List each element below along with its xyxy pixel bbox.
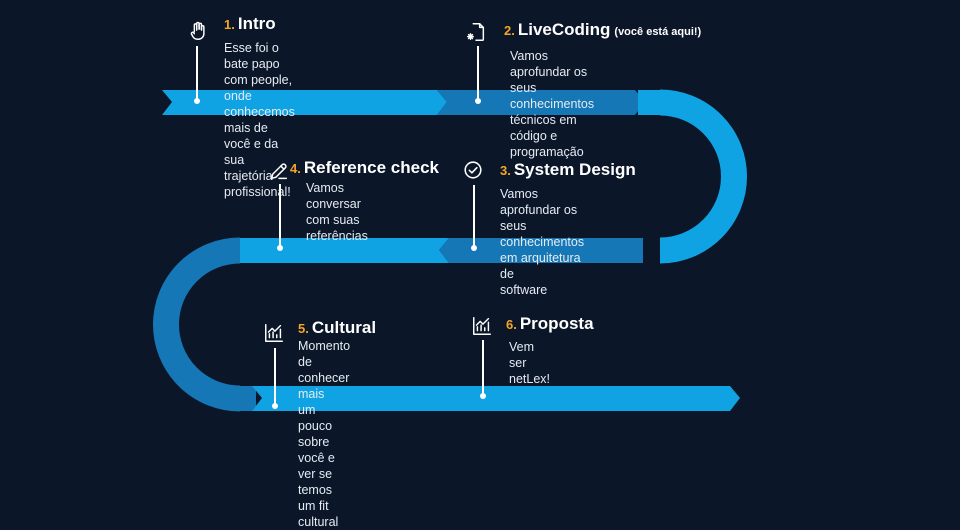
road-segment-5a	[236, 386, 256, 411]
hand-icon	[187, 20, 209, 42]
chart-icon	[263, 322, 285, 344]
road-curve-right	[659, 89, 747, 264]
pin-line	[196, 46, 198, 100]
step-note: (você está aqui!)	[614, 26, 702, 38]
step-number: 2.	[504, 23, 515, 38]
pin-line	[279, 184, 281, 247]
pen-icon	[268, 160, 290, 182]
step-title-text: Cultural	[311, 318, 377, 337]
step-title-text: LiveCoding	[517, 20, 611, 39]
road-segment-5	[252, 386, 740, 411]
pin-dot	[479, 393, 486, 399]
desc-line: um pouco sobre você e ver se	[298, 403, 335, 481]
desc-line: referências	[306, 229, 368, 243]
road-curve-left	[153, 237, 241, 412]
desc-line: Vem ser netLex!	[509, 340, 551, 386]
pin-line	[473, 185, 475, 247]
step-description: Vamos aprofundar os seus conhecimentos t…	[510, 48, 594, 160]
road-segment-2b	[638, 90, 662, 115]
step-title: 5.Cultural	[298, 318, 376, 339]
step-number: 6.	[506, 317, 517, 332]
document-code-icon	[465, 21, 487, 43]
step-title-text: System Design	[513, 160, 636, 179]
step-title: 4.Reference check	[290, 158, 439, 179]
pin-dot	[271, 403, 278, 409]
desc-line: Esse foi o bate papo com people,	[224, 41, 293, 87]
desc-line: Vamos aprofundar os seus	[500, 187, 578, 233]
desc-line: conhecimentos em arquitetura de	[500, 235, 585, 281]
step-description: Vem ser netLex!	[509, 339, 550, 387]
desc-line: Momento de conhecer mais	[298, 339, 351, 401]
road-segment-1	[162, 90, 447, 115]
desc-line: sua trajetória profissional!	[224, 153, 291, 199]
step-number: 3.	[500, 163, 511, 178]
timeline-road	[153, 89, 747, 412]
step-number: 1.	[224, 17, 235, 32]
desc-line: Vamos conversar com suas	[306, 181, 361, 227]
step-title: 2.LiveCoding(você está aqui!)	[504, 20, 701, 42]
pin-line	[274, 348, 276, 406]
step-description: Vamos aprofundar os seus conhecimentos e…	[500, 186, 584, 298]
road-segment-4	[239, 238, 449, 263]
step-title-text: Proposta	[519, 314, 594, 333]
desc-line: temos um fit cultural	[298, 483, 339, 529]
check-circle-icon	[462, 159, 484, 181]
pin-dot	[276, 245, 283, 251]
desc-line: software	[500, 283, 548, 297]
pin-line	[477, 46, 479, 100]
pin-dot	[474, 98, 481, 104]
step-description: Esse foi o bate papo com people, onde co…	[224, 40, 295, 200]
desc-line: onde conhecemos mais de você e da	[224, 89, 295, 151]
step-number: 4.	[290, 161, 301, 176]
step-description: Vamos conversar com suas referências	[306, 180, 368, 244]
desc-line: técnicos em código e programação	[510, 113, 584, 159]
road-segment-3	[439, 238, 643, 263]
step-title: 6.Proposta	[506, 314, 594, 335]
step-number: 5.	[298, 321, 309, 336]
pin-line	[482, 340, 484, 396]
step-title: 3.System Design	[500, 160, 636, 181]
step-title-text: Intro	[237, 14, 276, 33]
step-description: Momento de conhecer mais um pouco sobre …	[298, 338, 350, 530]
step-title: 1.Intro	[224, 14, 276, 35]
road-segment-2	[437, 90, 645, 115]
desc-line: Vamos aprofundar os seus conhecimentos	[510, 49, 595, 111]
chart-icon	[471, 315, 493, 337]
pin-dot	[470, 245, 477, 251]
step-title-text: Reference check	[303, 158, 439, 177]
pin-dot	[193, 98, 200, 104]
